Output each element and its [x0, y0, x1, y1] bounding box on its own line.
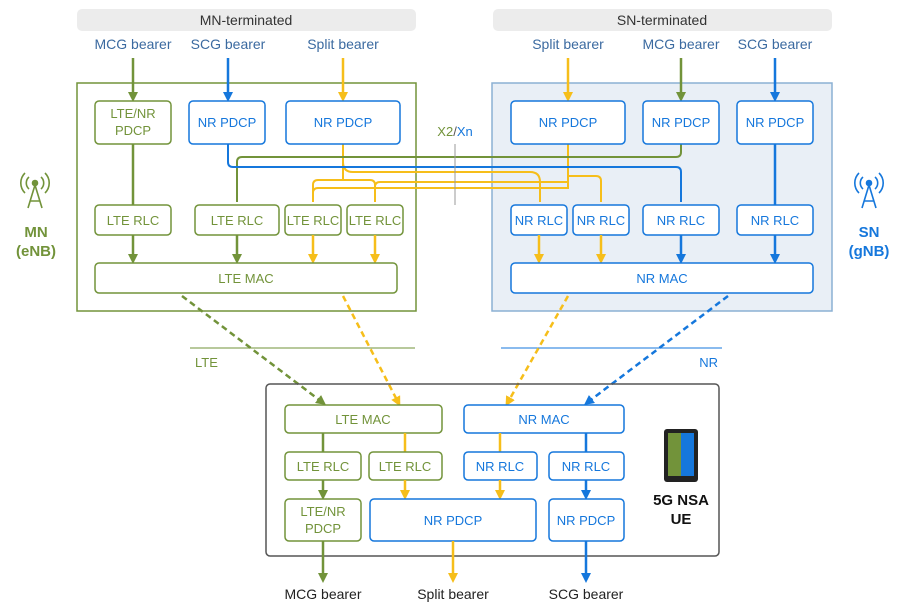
nr-radio-label: NR [699, 355, 718, 370]
svg-text:NR RLC: NR RLC [476, 459, 524, 474]
svg-text:LTE RLC: LTE RLC [287, 213, 340, 228]
svg-text:LTE/NR: LTE/NR [110, 106, 155, 121]
ue-split-nr-pdcp-box: NR PDCP [369, 498, 537, 542]
sn-nr-rlc-box-4: NR RLC [736, 204, 814, 236]
mn-terminated-header [77, 9, 416, 31]
sn-node-sublabel: (gNB) [849, 243, 890, 260]
mn-terminated-label: MN-terminated [200, 12, 293, 28]
ue-label: 5G NSA [653, 492, 709, 509]
ue-sublabel: UE [671, 511, 692, 528]
svg-text:LTE RLC: LTE RLC [379, 459, 432, 474]
ue-nr-rlc-box-1: NR RLC [463, 451, 538, 481]
svg-text:LTE MAC: LTE MAC [218, 271, 273, 286]
mn-lte-rlc-box-4: LTE RLC [346, 204, 404, 236]
svg-text:NR RLC: NR RLC [515, 213, 563, 228]
lte-radio-label: LTE [195, 355, 218, 370]
sn-node-label: SN [859, 224, 880, 241]
svg-text:NR RLC: NR RLC [657, 213, 705, 228]
sn-nr-mac-box: NR MAC [510, 262, 814, 294]
svg-text:LTE/NR: LTE/NR [300, 504, 345, 519]
svg-text:PDCP: PDCP [115, 123, 151, 138]
mn-lte-mac-box: LTE MAC [94, 262, 398, 294]
mn-lte-rlc-box-3: LTE RLC [284, 204, 342, 236]
mn-lte-nr-pdcp-box: LTE/NR PDCP [94, 100, 172, 145]
sn-split-nr-pdcp-box: NR PDCP [510, 100, 626, 145]
sn-antenna-icon [854, 172, 884, 209]
svg-text:NR PDCP: NR PDCP [746, 115, 805, 130]
svg-text:NR RLC: NR RLC [577, 213, 625, 228]
ue-lte-rlc-box-1: LTE RLC [284, 451, 362, 481]
ue-panel [265, 383, 720, 557]
ue-mcg-bearer-label: MCG bearer [284, 586, 361, 602]
sn-terminated-header [493, 9, 832, 31]
sn-mcg-nr-pdcp-box: NR PDCP [642, 100, 720, 145]
sn-mcg-bearer-label: MCG bearer [642, 36, 719, 52]
svg-text:NR PDCP: NR PDCP [557, 513, 616, 528]
svg-text:LTE RLC: LTE RLC [297, 459, 350, 474]
svg-text:NR RLC: NR RLC [751, 213, 799, 228]
svg-text:LTE RLC: LTE RLC [211, 213, 264, 228]
mn-split-nr-pdcp-box: NR PDCP [285, 100, 401, 145]
sn-terminated-label: SN-terminated [617, 12, 707, 28]
svg-text:NR PDCP: NR PDCP [652, 115, 711, 130]
sn-nr-rlc-box-1: NR RLC [510, 204, 568, 236]
svg-text:NR PDCP: NR PDCP [424, 513, 483, 528]
ue-scg-nr-pdcp-box: NR PDCP [548, 498, 625, 542]
ue-nr-rlc-box-2: NR RLC [548, 451, 625, 481]
svg-text:LTE MAC: LTE MAC [335, 412, 390, 427]
mn-antenna-icon [20, 172, 50, 209]
ue-lte-nr-pdcp-box: LTE/NR PDCP [284, 498, 362, 542]
svg-text:NR PDCP: NR PDCP [198, 115, 257, 130]
ue-lte-rlc-box-2: LTE RLC [368, 451, 443, 481]
ue-phone-icon [664, 429, 698, 482]
sn-nr-rlc-box-2: NR RLC [572, 204, 630, 236]
svg-text:NR RLC: NR RLC [562, 459, 610, 474]
sn-scg-bearer-label: SCG bearer [738, 36, 813, 52]
mn-node-sublabel: (eNB) [16, 243, 56, 260]
ue-scg-bearer-label: SCG bearer [549, 586, 624, 602]
mn-scg-bearer-label: SCG bearer [191, 36, 266, 52]
mn-lte-rlc-box-2: LTE RLC [194, 204, 280, 236]
mn-mcg-bearer-label: MCG bearer [94, 36, 171, 52]
svg-text:NR MAC: NR MAC [518, 412, 569, 427]
svg-text:NR MAC: NR MAC [636, 271, 687, 286]
svg-text:NR PDCP: NR PDCP [314, 115, 373, 130]
sn-nr-rlc-box-3: NR RLC [642, 204, 720, 236]
svg-text:NR PDCP: NR PDCP [539, 115, 598, 130]
mn-lte-rlc-box-1: LTE RLC [94, 204, 172, 236]
sn-scg-nr-pdcp-box: NR PDCP [736, 100, 814, 145]
svg-text:LTE RLC: LTE RLC [107, 213, 160, 228]
mn-split-bearer-label: Split bearer [307, 36, 379, 52]
ue-lte-mac-box: LTE MAC [284, 404, 443, 434]
mn-panel [76, 82, 417, 312]
x2-xn-interface-label: X2/Xn [437, 124, 472, 139]
svg-text:LTE RLC: LTE RLC [349, 213, 402, 228]
mn-node-label: MN [24, 224, 47, 241]
sn-split-bearer-label: Split bearer [532, 36, 604, 52]
ue-nr-mac-box: NR MAC [463, 404, 625, 434]
svg-text:PDCP: PDCP [305, 521, 341, 536]
ue-split-bearer-label: Split bearer [417, 586, 489, 602]
mn-scg-nr-pdcp-box: NR PDCP [188, 100, 266, 145]
